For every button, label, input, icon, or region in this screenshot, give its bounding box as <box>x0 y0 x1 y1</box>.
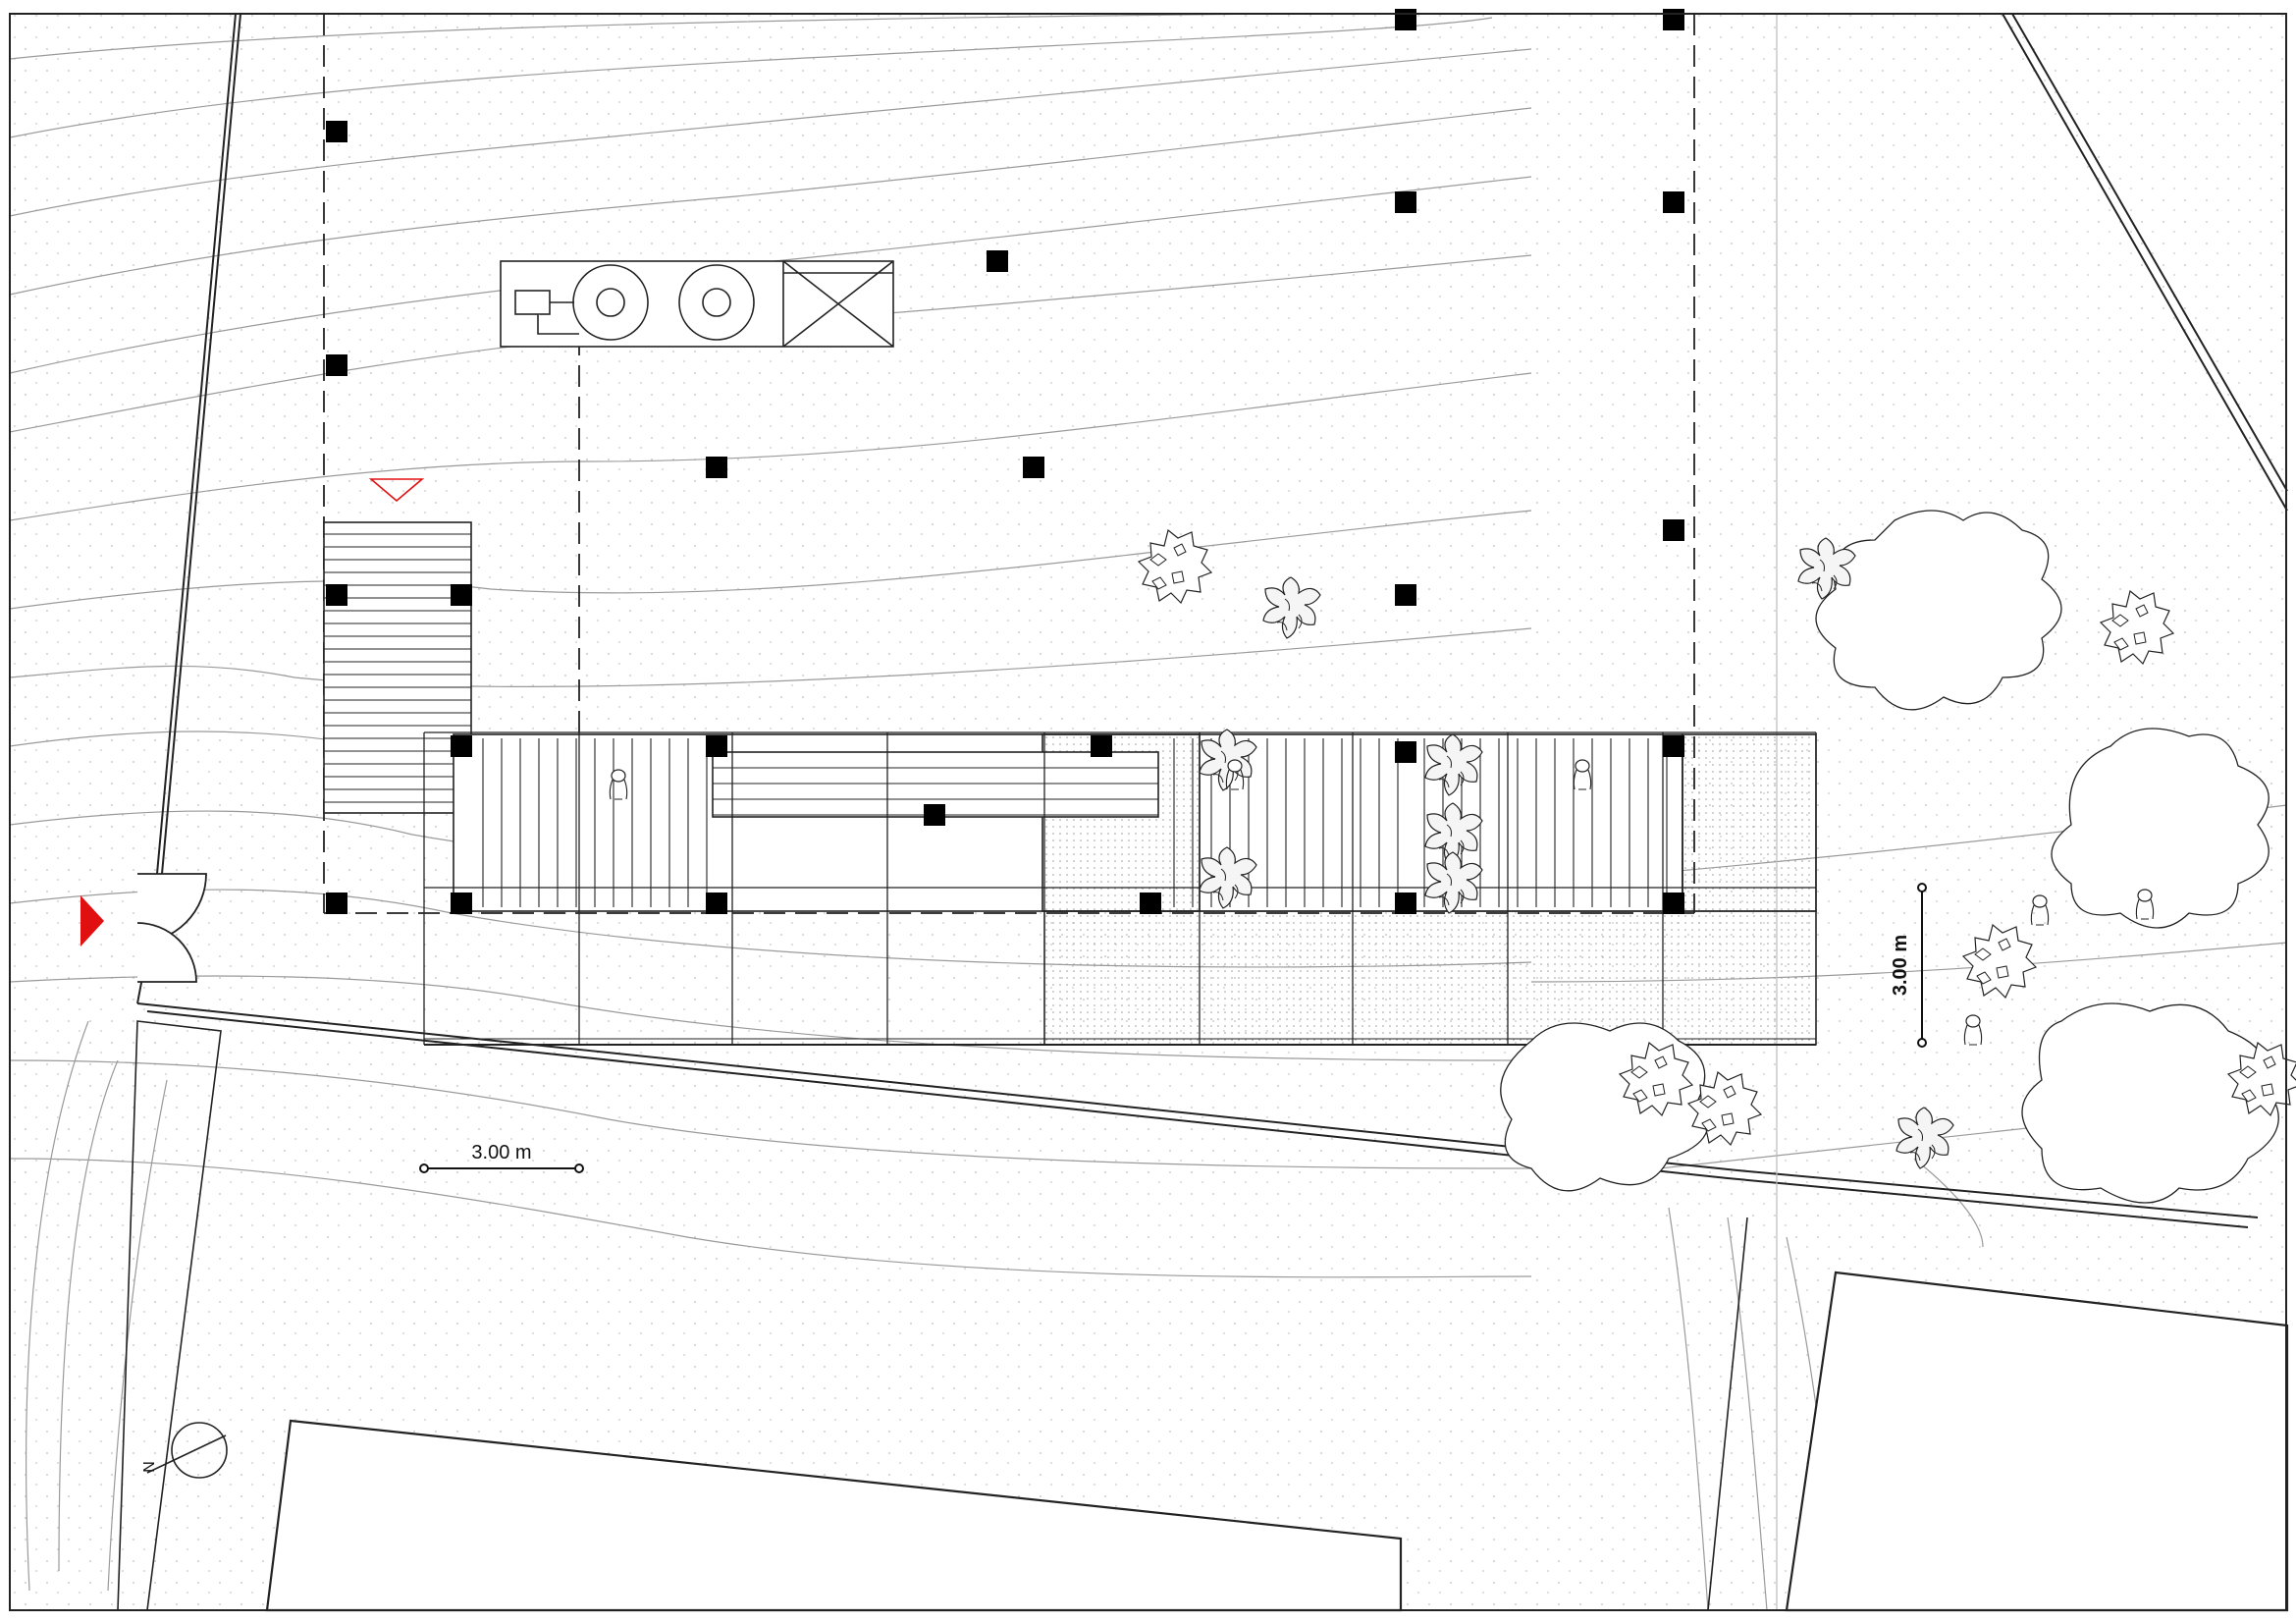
structural-column <box>706 457 727 478</box>
structural-column <box>1395 9 1416 30</box>
scale-label-horizontal: 3.00 m <box>471 1142 531 1163</box>
north-letter: N <box>141 1461 158 1473</box>
structural-column <box>451 893 472 914</box>
drawing-frame <box>9 13 2287 1611</box>
structural-column <box>1395 893 1416 914</box>
structural-column <box>924 804 945 826</box>
structural-column <box>1663 735 1684 757</box>
structural-column <box>1140 893 1161 914</box>
tree-canopy <box>2051 728 2269 929</box>
structural-column <box>1395 191 1416 213</box>
tree-canopy <box>1815 510 2062 711</box>
structural-column <box>326 121 347 142</box>
section-marker <box>368 478 425 503</box>
structural-column <box>1395 584 1416 606</box>
structural-column <box>706 893 727 914</box>
structural-column <box>1023 457 1044 478</box>
entry-gate <box>136 873 207 983</box>
structural-column <box>1663 191 1684 213</box>
structural-column <box>1091 735 1112 757</box>
structural-column <box>987 250 1008 272</box>
structural-column <box>1663 9 1684 30</box>
entry-marker <box>80 895 104 947</box>
structural-column <box>1663 519 1684 541</box>
tree-canopy <box>2021 1002 2279 1204</box>
structural-column <box>706 735 727 757</box>
structural-column <box>1663 893 1684 914</box>
scale-bar-horizontal <box>419 1163 584 1173</box>
water-tank-unit <box>500 260 894 348</box>
structural-column <box>451 584 472 606</box>
scale-label-vertical: 3.00 m <box>1890 935 1911 996</box>
north-arrow <box>146 1422 228 1479</box>
scale-bar-vertical <box>1917 883 1927 1048</box>
structural-column <box>1395 741 1416 763</box>
structural-column <box>451 735 472 757</box>
structural-column <box>326 584 347 606</box>
neighbour-buildings <box>117 1020 2289 1612</box>
structural-column <box>326 354 347 376</box>
west-stair <box>323 521 472 814</box>
building-lower-right <box>1785 1271 2289 1612</box>
main-deck <box>453 733 1817 912</box>
structural-column <box>326 893 347 914</box>
